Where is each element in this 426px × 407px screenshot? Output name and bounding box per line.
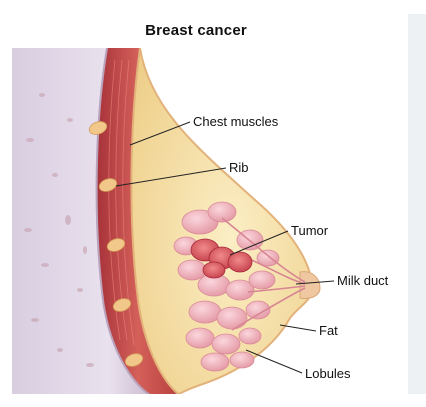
nipple (300, 272, 320, 299)
leader-lobules (246, 350, 302, 373)
label-rib: Rib (229, 160, 249, 175)
label-lobules: Lobules (305, 366, 351, 381)
label-fat: Fat (319, 323, 338, 338)
label-chest-muscles: Chest muscles (193, 114, 278, 129)
label-milk-duct: Milk duct (337, 273, 388, 288)
leader-fat (280, 325, 316, 331)
label-tumor: Tumor (291, 223, 328, 238)
